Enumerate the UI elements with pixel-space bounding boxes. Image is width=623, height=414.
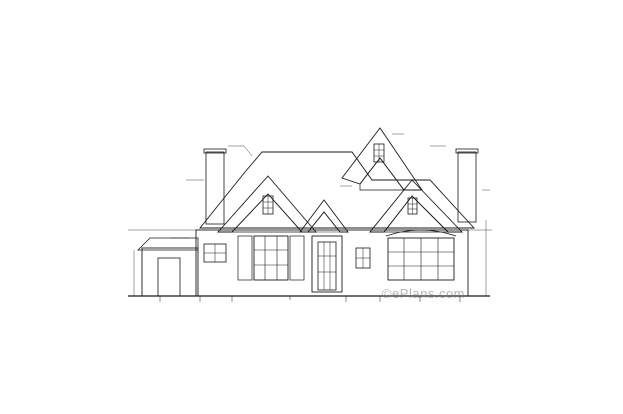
eplans-watermark: ©ePlans.com: [382, 286, 465, 301]
left-gable-wall: [231, 193, 303, 233]
center-gable-roof: [299, 199, 349, 233]
left-gable-roof: [216, 175, 317, 233]
ground-ticks: [159, 296, 461, 302]
right-chimney-cap: [455, 148, 479, 154]
left-shutter-a: [237, 235, 253, 281]
right-chimney: [457, 151, 477, 223]
left-large-window: [253, 235, 289, 281]
left-chimney-cap: [203, 148, 227, 154]
main-roof: [199, 151, 476, 229]
left-chimney: [205, 151, 225, 225]
upper-right-gable-roof: [341, 127, 423, 191]
front-door: [317, 241, 337, 291]
front-door-surround: [311, 235, 343, 293]
callout-leaders: [170, 133, 490, 239]
left-wing-wall: [141, 247, 199, 297]
left-wing-roof: [137, 237, 199, 251]
center-gable-wall: [307, 211, 341, 233]
upper-right-gable-wall: [359, 157, 405, 191]
right-gable-roof: [369, 179, 464, 233]
left-shutter-b: [289, 235, 305, 281]
right-gable-wall: [383, 195, 449, 233]
left-wing-door: [157, 257, 181, 297]
